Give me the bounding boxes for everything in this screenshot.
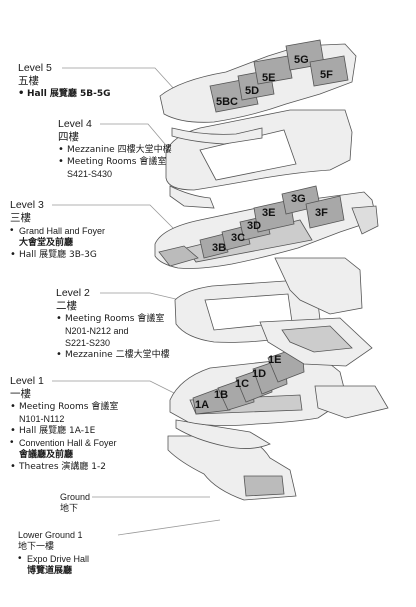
hall-label-3f: 3F [315,207,328,219]
leader-level4 [100,123,171,151]
level4-item-meeting: Meeting Rooms 會議室 [58,156,172,168]
level2-item-meeting-rooms-n: N201-N212 and [65,326,129,336]
ground-name: Ground [60,492,91,502]
level4-name: Level 4 [58,118,92,130]
hall-3b [199,233,229,259]
hall-label-1b: 1B [214,389,228,401]
level5-item-hall: Hall 展覽廳 5B-5G [18,88,111,100]
level4-name-zh: 四樓 [58,131,79,143]
level2-item-mezzanine: Mezzanine 二樓大堂中樓 [56,349,170,361]
hall-label-3g: 3G [291,193,306,205]
level5-name-zh: 五樓 [18,75,39,87]
hall-label-1a: 1A [195,399,209,411]
lower-ground-name: Lower Ground 1 [18,530,83,540]
lower-ground-name-zh: 地下一樓 [18,542,55,552]
ground-name-zh: 地下 [60,504,79,514]
hall-label-3d: 3D [247,220,261,232]
level5-name: Level 5 [18,62,52,74]
lower-ground-item-expo-zh: 博覽道展廳 [27,566,73,576]
leader-level3 [52,204,176,231]
leader-level2 [100,292,181,301]
hall-label-5g: 5G [294,54,309,66]
floor-level4 [165,109,353,209]
hall-label-5bc: 5BC [216,96,238,108]
hall-label-1d: 1D [252,368,266,380]
level1-label: Level 1 一樓 Meeting Rooms 會議室 N101-N112 H… [10,375,118,473]
ground-label: Ground 地下 [60,491,90,515]
level3-name-zh: 三樓 [10,212,31,224]
level3-name: Level 3 [10,199,44,211]
leader-level5 [62,67,176,91]
level2-name-zh: 二樓 [56,300,77,312]
hall-label-1c: 1C [235,378,249,390]
level4-item-mezzanine: Mezzanine 四樓大堂中樓 [58,144,172,156]
level3-label: Level 3 三樓 Grand Hall and Foyer 大會堂及前廳 H… [10,199,105,261]
floor-level5 [159,39,357,145]
level1-name: Level 1 [10,375,44,387]
level5-label: Level 5 五樓 Hall 展覽廳 5B-5G [18,62,111,100]
level4-item-meeting-rooms: S421-S430 [67,169,113,179]
level1-item-theatres: Theatres 演講廳 1-2 [10,461,118,473]
level2-label: Level 2 二樓 Meeting Rooms 會議室 N201-N212 a… [56,287,170,361]
hall-label-3c: 3C [231,232,245,244]
level1-item-convention: Convention Hall & Foyer [10,437,118,449]
level3-item-grand-hall-zh: 大會堂及前廳 [19,238,74,248]
hall-3e [253,199,295,233]
leader-level1 [52,380,179,396]
level3-item-hall: Hall 展覽廳 3B-3G [10,249,105,261]
hall-3f [305,195,345,229]
level1-name-zh: 一樓 [10,388,31,400]
hall-5e [253,55,293,85]
hall-label-3e: 3E [262,207,275,219]
hall-label-3b: 3B [212,242,226,254]
hall-label-5f: 5F [320,69,333,81]
lower-ground-label: Lower Ground 1 地下一樓 Expo Drive Hall 博覽道展… [18,529,89,577]
level2-item-meeting: Meeting Rooms 會議室 [56,313,170,325]
hall-label-5d: 5D [245,85,259,97]
level1-item-convention-zh: 會議廳及前廳 [19,450,74,460]
level1-item-hall: Hall 展覽廳 1A-1E [10,425,118,437]
level2-name: Level 2 [56,287,90,299]
level4-label: Level 4 四樓 Mezzanine 四樓大堂中樓 Meeting Room… [58,118,172,180]
lower-ground-item-expo: Expo Drive Hall [18,553,89,565]
level3-item-grand-hall: Grand Hall and Foyer [10,225,105,237]
level1-item-meeting-rooms: N101-N112 [19,414,65,424]
floor-level2 [174,257,373,367]
level2-item-meeting-rooms-s: S221-S230 [65,338,111,348]
hall-label-1e: 1E [268,354,281,366]
leader-lower-ground [117,519,221,536]
hall-label-5e: 5E [262,72,275,84]
floor-level3 [154,185,379,269]
hall-5f [309,55,349,87]
leader-lines [52,67,221,536]
floor-level1 [169,345,389,426]
level1-item-meeting: Meeting Rooms 會議室 [10,401,118,413]
